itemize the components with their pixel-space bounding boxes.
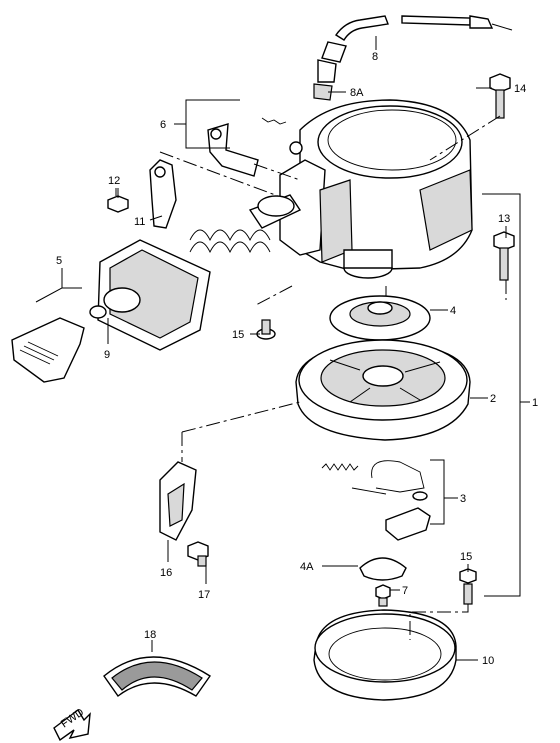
- bolt-12: [107, 188, 129, 213]
- pawl-spring-set: [321, 460, 431, 541]
- link-11: [149, 159, 177, 229]
- callout-numbers: 8 8A 6 12 11 14 13 5 9 15 4 2 1 3 4A 7 1…: [56, 51, 538, 667]
- callout-13: 13: [498, 213, 510, 225]
- callout-6: 6: [160, 119, 166, 131]
- screw-15a: [256, 319, 276, 340]
- recoil-housing: [279, 99, 473, 279]
- callout-15a: 15: [232, 329, 244, 341]
- callout-8: 8: [372, 51, 378, 63]
- callout-10: 10: [482, 655, 494, 667]
- callout-4a: 4A: [300, 561, 314, 573]
- bracket-16: [159, 461, 197, 541]
- callout-8a: 8A: [350, 87, 364, 99]
- callout-9: 9: [104, 349, 110, 361]
- callout-2: 2: [490, 393, 496, 405]
- bolt-14: [489, 73, 511, 119]
- callout-1: 1: [532, 397, 538, 409]
- cover-4a: [359, 557, 407, 581]
- shaft-spring: [189, 194, 302, 254]
- decal-18: [103, 656, 211, 697]
- throttle-cable: [313, 15, 513, 101]
- callout-3: 3: [460, 493, 466, 505]
- starter-handle: [11, 317, 85, 383]
- base-plate-10: [313, 609, 457, 701]
- bolt-17: [187, 541, 209, 567]
- callout-17: 17: [198, 589, 210, 601]
- bolt-13: [493, 231, 515, 281]
- bolt-15b: [459, 568, 477, 605]
- callout-14: 14: [514, 83, 526, 95]
- bolt-7: [375, 584, 391, 607]
- washer-9: [89, 305, 107, 319]
- callout-15b: 15: [460, 551, 472, 563]
- fwd-arrow-icon: FWD: [53, 706, 91, 742]
- callout-7: 7: [402, 585, 408, 597]
- callout-11: 11: [134, 216, 145, 228]
- callout-4: 4: [450, 305, 456, 317]
- reel-2: [295, 339, 471, 441]
- callout-16: 16: [160, 567, 172, 579]
- centerlines: [159, 115, 507, 640]
- ratchet-4: [329, 295, 431, 341]
- starter-plate: [97, 239, 211, 351]
- callout-18: 18: [144, 629, 156, 641]
- leader-lines: [35, 36, 530, 661]
- callout-12: 12: [108, 175, 120, 187]
- lever-bracket: [207, 117, 287, 177]
- callout-5: 5: [56, 255, 62, 267]
